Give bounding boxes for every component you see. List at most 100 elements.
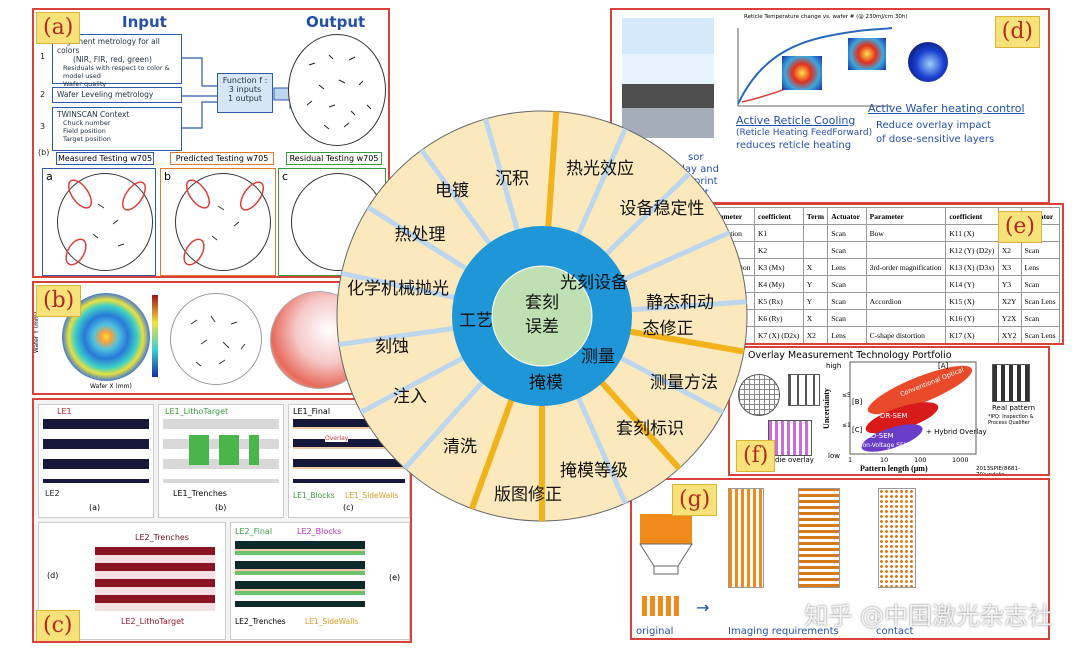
box1-sub: (NIR, FIR, red, green) bbox=[73, 55, 152, 64]
table-cell: Lens bbox=[1020, 258, 1060, 276]
table-cell: X bbox=[802, 309, 829, 327]
factor-mark: 套刻标识 bbox=[616, 419, 684, 439]
panel-a: (a) Input Output 1 Alignment metrology f… bbox=[32, 8, 390, 278]
sub-b-label: (b) bbox=[38, 148, 50, 157]
tick-100: 100 bbox=[914, 456, 927, 464]
cd-sem-ellipse bbox=[861, 424, 923, 452]
arrow-icon: → bbox=[696, 598, 710, 617]
dr-sem-label: DR-SEM bbox=[880, 412, 908, 420]
reticle-cooling-l2: reduces reticle heating bbox=[736, 140, 852, 151]
hybrid-label: + Hybrid Overlay bbox=[926, 428, 987, 436]
reticle-temp-chart-title: Reticle Temperature change vs. wafer # (… bbox=[744, 14, 908, 20]
table-cell: Y3 bbox=[997, 275, 1022, 293]
le1-sidewalls2-label: LE1_SideWalls bbox=[305, 617, 359, 626]
panel-c-tag: (c) bbox=[36, 610, 80, 641]
table-cell: Scan bbox=[827, 309, 867, 327]
input-title: Input bbox=[122, 13, 167, 31]
table-cell bbox=[802, 224, 829, 242]
table-cell: X2 bbox=[997, 241, 1022, 259]
measured-label: Measured Testing w705 bbox=[56, 152, 154, 165]
in-die-pattern bbox=[768, 420, 812, 456]
low-label: low bbox=[828, 452, 840, 460]
le-subpanel-e: LE2_Final LE2_Blocks (e) LE2_Trenches LE… bbox=[230, 522, 410, 640]
heatmap-colorbar bbox=[152, 295, 158, 377]
table-cell: Scan bbox=[1020, 241, 1060, 259]
reticle-cooling-title: Active Reticle Cooling bbox=[736, 114, 856, 127]
box3-bullet1: Chuck number bbox=[63, 119, 111, 127]
factor-cmp: 化学机械抛光 bbox=[347, 279, 449, 299]
output-wafer-map bbox=[288, 34, 386, 146]
table-cell: Lens bbox=[827, 258, 867, 276]
panel-c: (c) LE1 LE2 (a) LE1_LithoTarget LE1_Tren… bbox=[32, 398, 412, 643]
factor-clean: 清洗 bbox=[443, 437, 477, 457]
table-cell: K1 bbox=[754, 224, 804, 242]
le1-blocks-label: LE1_Blocks bbox=[293, 491, 335, 500]
le2-litho-label: LE2_LithoTarget bbox=[121, 617, 185, 626]
function-l3: 1 output bbox=[227, 94, 263, 103]
function-l2: 3 inputs bbox=[228, 85, 262, 94]
measured-wafer bbox=[57, 173, 153, 271]
predicted-label: Predicted Testing w705 bbox=[170, 152, 274, 165]
le-subpanel-a: LE1 LE2 (a) bbox=[38, 404, 154, 518]
a-label: [A] bbox=[938, 362, 949, 370]
table-row: DistortionK8 (Y)Y2ScanK18 (Y)YX2Scan bbox=[705, 344, 1060, 346]
table-cell: XY2 bbox=[997, 326, 1022, 343]
cap-e: (e) bbox=[389, 573, 401, 582]
wafer-leveling-box: Wafer Leveling metrology bbox=[52, 87, 182, 103]
grid-wafer-icon bbox=[738, 374, 780, 416]
table-cell: Y bbox=[802, 292, 829, 310]
table-cell: Y2 bbox=[803, 344, 827, 346]
table-cell: K11 (X) bbox=[945, 224, 999, 242]
table-cell: Bow bbox=[865, 224, 947, 242]
wafer-heat-title: Active Wafer heating control bbox=[868, 102, 1025, 115]
predicted-letter: b bbox=[164, 170, 171, 183]
c-label: [C] bbox=[852, 426, 863, 434]
dashes-mask bbox=[798, 488, 840, 588]
predicted-wafer bbox=[175, 173, 271, 271]
factor-thermal: 热光效应 bbox=[566, 159, 634, 179]
reticle-cooling-l1: (Reticle Heating FeedForward) bbox=[736, 128, 873, 138]
table-cell: K5 (Rx) bbox=[754, 292, 804, 310]
le-stripes-e bbox=[235, 541, 365, 607]
le-stripes-a bbox=[43, 419, 149, 483]
box3-num: 3 bbox=[40, 122, 46, 131]
table-cell: K13 (X) (D3x) bbox=[945, 258, 999, 276]
portfolio-title: Overlay Measurement Technology Portfolio bbox=[748, 350, 952, 361]
table-cell: K8 (Y) bbox=[755, 344, 804, 346]
table-cell: Y2X bbox=[997, 309, 1022, 327]
box1-num: 1 bbox=[40, 52, 46, 61]
tick-1000: 1000 bbox=[952, 456, 969, 464]
cap-b: (b) bbox=[215, 503, 227, 512]
box2-title: Wafer Leveling metrology bbox=[57, 90, 154, 99]
le2-trenches-label: LE2_Trenches bbox=[135, 533, 189, 542]
measured-frame: a bbox=[42, 168, 156, 276]
output-title: Output bbox=[306, 13, 366, 31]
factor-implant: 注入 bbox=[393, 387, 427, 407]
table-cell: Scan bbox=[1020, 309, 1060, 327]
table-cell: Lens bbox=[827, 326, 867, 343]
cap-c: (c) bbox=[343, 503, 354, 512]
factor-plating: 电镀 bbox=[435, 181, 469, 201]
function-box: Function f : 3 inputs 1 output bbox=[217, 73, 273, 113]
table-cell: K16 (Y) bbox=[945, 309, 999, 327]
overlay-error-wheel: 套刻 误差 光刻设备 工艺 掩模 测量 热光效应 设备稳定性 静态和动 态修正 … bbox=[336, 110, 748, 522]
factor-mask-grade: 掩模等级 bbox=[560, 461, 628, 481]
panel-d: (d) sor rlay and print lt Reticle Temper… bbox=[610, 8, 1050, 204]
coef-header-2: Term bbox=[802, 207, 829, 225]
table-cell: X3 bbox=[997, 258, 1022, 276]
table-cell: K4 (My) bbox=[754, 275, 804, 293]
reticle-heatmap-1 bbox=[782, 56, 822, 90]
wheel-center bbox=[491, 265, 593, 367]
pattern-length-label: Pattern length (μm) bbox=[860, 464, 928, 473]
conventional-optical-ellipse bbox=[867, 365, 973, 415]
panel-b-tag: (b) bbox=[36, 285, 82, 317]
table-cell: Scan bbox=[1021, 344, 1060, 346]
box3-title: TWINSCAN Context bbox=[57, 110, 130, 119]
cap-a: (a) bbox=[89, 503, 101, 512]
table-cell: X2Y bbox=[997, 292, 1022, 310]
le-subpanel-b: LE1_LithoTarget LE1_Trenches (b) bbox=[158, 404, 284, 518]
